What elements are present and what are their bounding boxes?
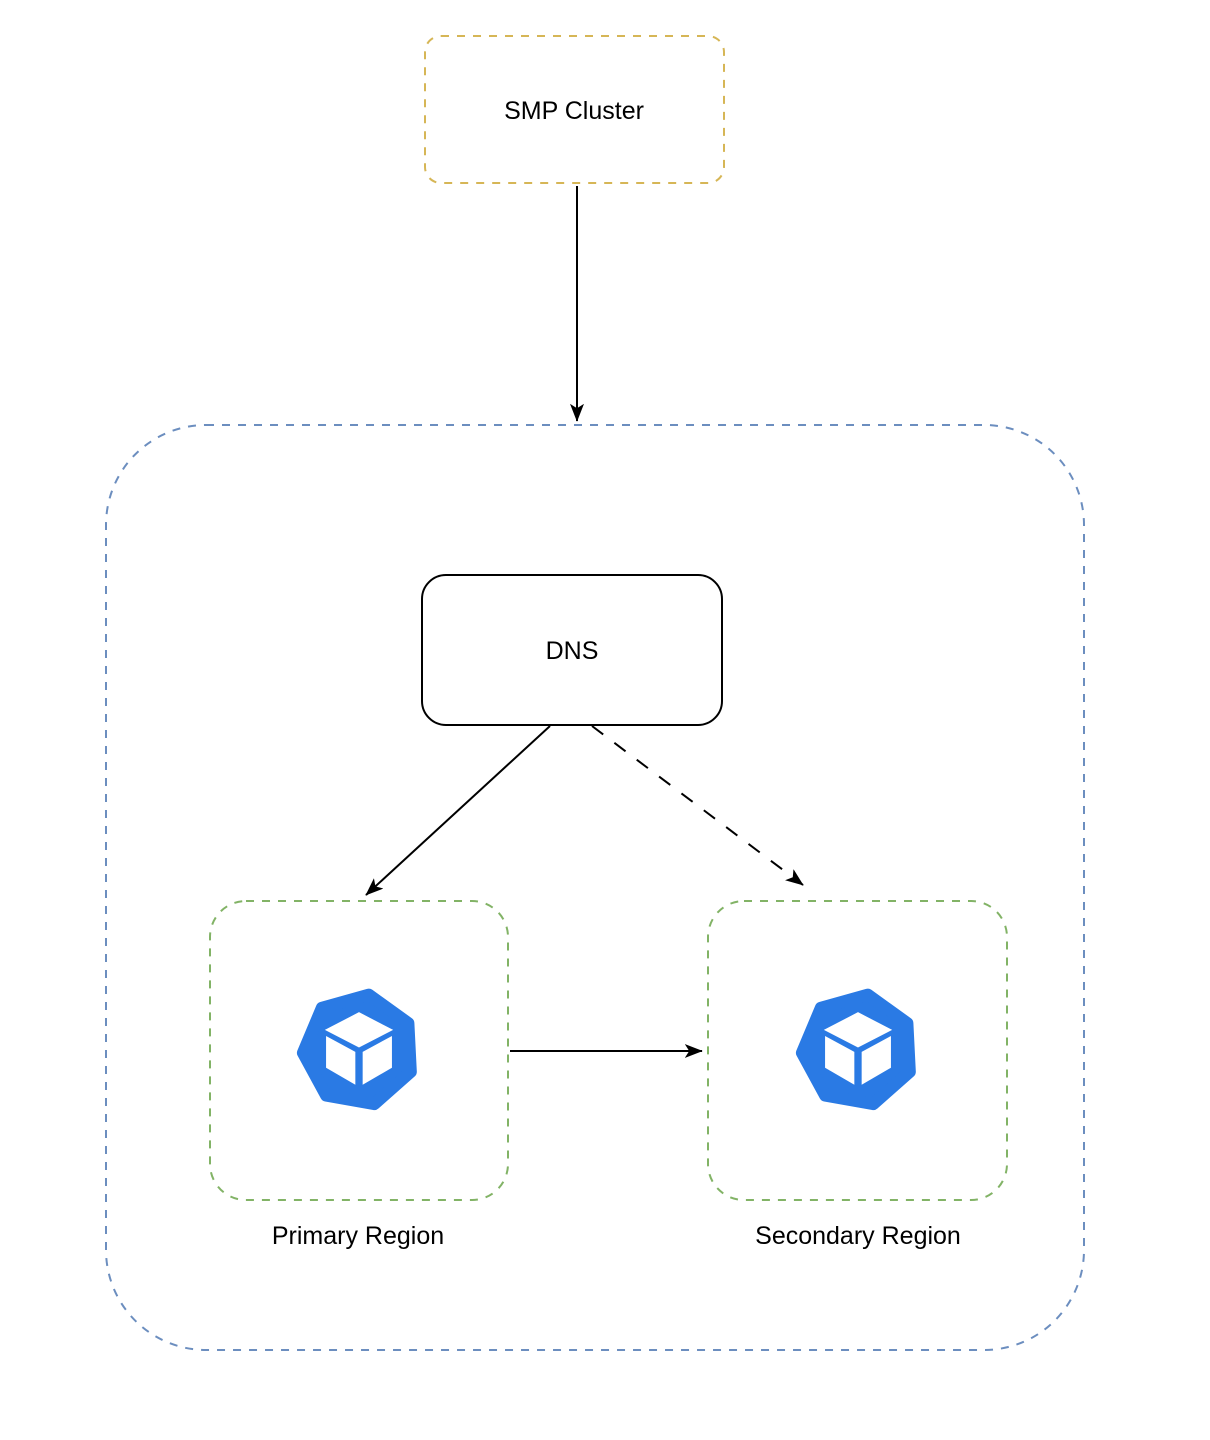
cube-top-face	[324, 1012, 394, 1048]
dns-box	[421, 574, 723, 726]
primary-region-box	[209, 900, 509, 1201]
cube-faces	[324, 1012, 394, 1085]
cube-left-face	[326, 1035, 356, 1085]
smp-cluster-box	[424, 35, 725, 184]
cube-right-face	[861, 1035, 891, 1085]
arrow-dns-to-secondary-dashed	[591, 725, 804, 886]
heptagon-shape	[296, 988, 417, 1111]
cube-left-face	[825, 1035, 855, 1085]
primary-region-label: Primary Region	[272, 1222, 444, 1250]
cube-node-icon	[296, 988, 417, 1111]
secondary-region-box	[707, 900, 1008, 1201]
cube-faces	[823, 1012, 893, 1085]
region-group-box	[105, 424, 1085, 1351]
secondary-region-label: Secondary Region	[755, 1222, 961, 1250]
arrow-dns-to-primary	[365, 725, 551, 896]
heptagon-shape	[795, 988, 916, 1111]
cube-node-icon	[795, 988, 916, 1111]
cube-right-face	[362, 1035, 392, 1085]
edges	[365, 186, 804, 1058]
dns-label: DNS	[546, 637, 599, 665]
cube-top-face	[823, 1012, 893, 1048]
smp-cluster-label: SMP Cluster	[504, 97, 644, 125]
